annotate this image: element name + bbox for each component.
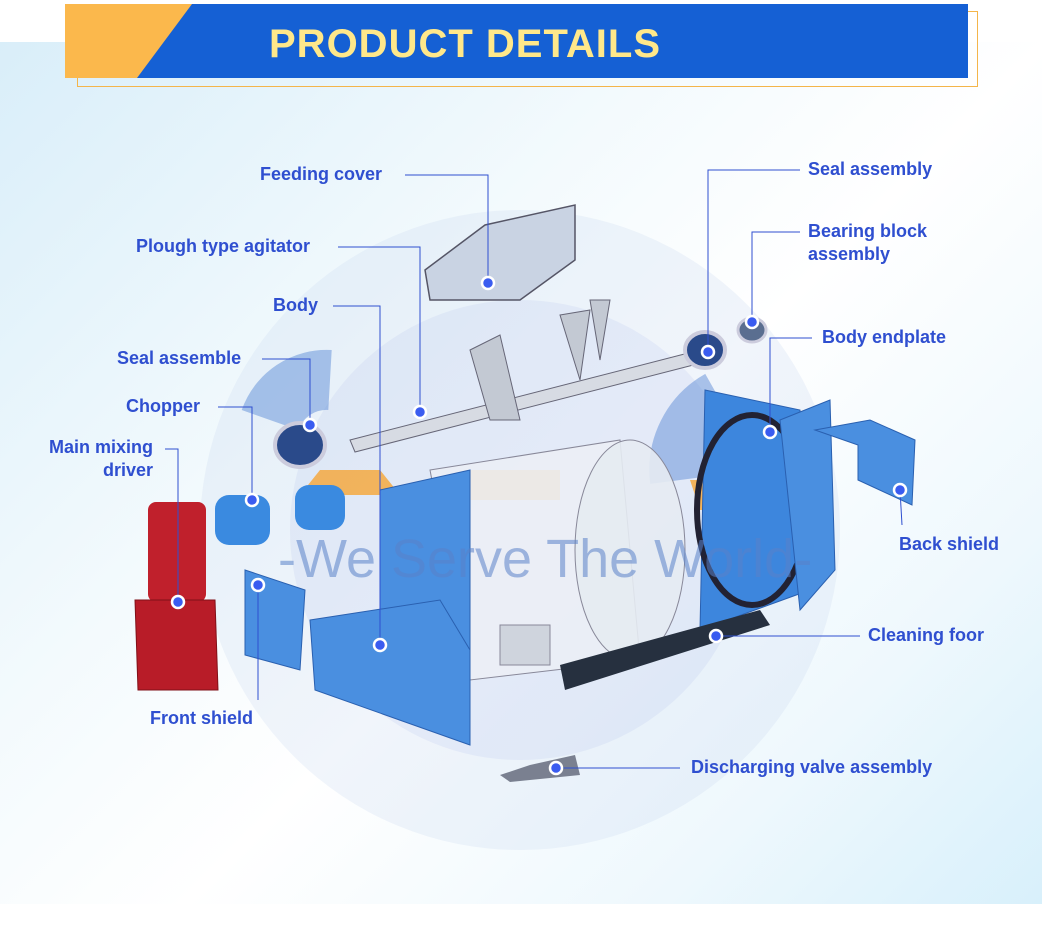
label-body: Body — [273, 295, 318, 315]
label-discharging-valve: Discharging valve assembly — [691, 757, 933, 777]
label-main-driver-line2: driver — [102, 460, 153, 480]
label-main-driver: Main mixing driver — [45, 436, 153, 482]
label-cleaning-foor: Cleaning foor — [868, 625, 984, 645]
label-back-shield: Back shield — [899, 534, 1000, 554]
header-banner: PRODUCT DETAILS — [65, 4, 968, 78]
label-plough-agitator: Plough type agitator — [136, 236, 311, 256]
label-front-shield: Front shield — [150, 708, 253, 728]
marker-dots — [170, 275, 908, 776]
label-bearing-block: Bearing block assembly — [808, 220, 927, 266]
label-chopper: Chopper — [126, 396, 200, 416]
label-seal-assemble: Seal assemble — [117, 348, 242, 368]
label-main-driver-line1: Main mixing — [48, 437, 153, 457]
label-feeding-cover: Feeding cover — [260, 164, 383, 184]
page-title: PRODUCT DETAILS — [269, 22, 662, 66]
label-bearing-block-line2: assembly — [808, 244, 891, 264]
leader-lines — [165, 169, 903, 769]
label-bearing-block-line1: Bearing block — [808, 221, 928, 241]
label-body-endplate: Body endplate — [822, 327, 947, 347]
label-seal-assembly: Seal assembly — [808, 159, 933, 179]
watermark-text: -We Serve The World- — [278, 529, 813, 589]
